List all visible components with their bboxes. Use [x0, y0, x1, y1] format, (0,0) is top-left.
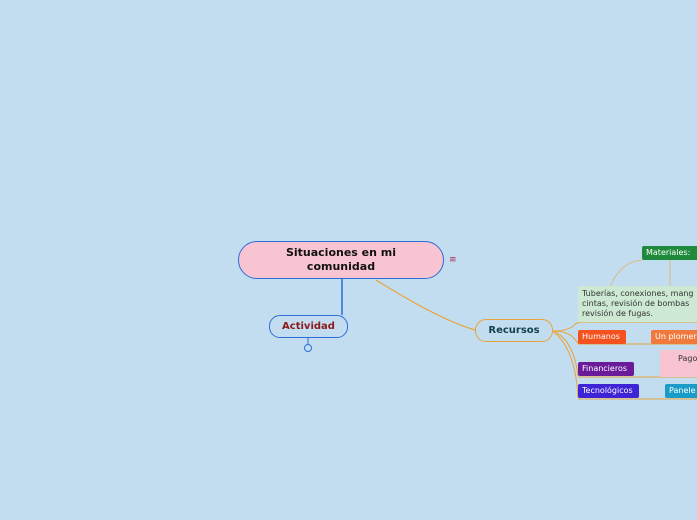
- recursos-to-humanos-link: [552, 330, 579, 345]
- financieros-detail-node[interactable]: Pago: [660, 350, 697, 377]
- collapse-icon[interactable]: [304, 344, 312, 352]
- materiales-description[interactable]: Tuberías, conexiones, mang cintas, revis…: [578, 286, 697, 322]
- humanos-node[interactable]: Humanos: [578, 330, 626, 344]
- recursos-to-materiales-link: [552, 321, 581, 332]
- materiales-desc-link: [609, 259, 643, 288]
- actividad-label: Actividad: [282, 321, 335, 332]
- recursos-to-tecnologicos-link: [552, 330, 579, 399]
- recursos-label: Recursos: [488, 325, 540, 336]
- recursos-to-financieros-link: [552, 330, 579, 377]
- financieros-node[interactable]: Financieros: [578, 362, 634, 376]
- tecnologicos-detail-node[interactable]: Panele: [665, 384, 697, 398]
- humanos-detail-node[interactable]: Un plomero: [651, 330, 697, 344]
- recursos-node[interactable]: Recursos: [475, 319, 553, 342]
- menu-icon[interactable]: ≡: [449, 255, 457, 265]
- root-to-recursos-link: [375, 279, 476, 331]
- root-title: Situaciones en mi comunidad: [285, 246, 397, 273]
- materiales-node[interactable]: Materiales:: [642, 246, 697, 260]
- tecnologicos-node[interactable]: Tecnológicos: [578, 384, 639, 398]
- actividad-node[interactable]: Actividad: [269, 315, 348, 338]
- root-node[interactable]: Situaciones en mi comunidad: [238, 241, 444, 279]
